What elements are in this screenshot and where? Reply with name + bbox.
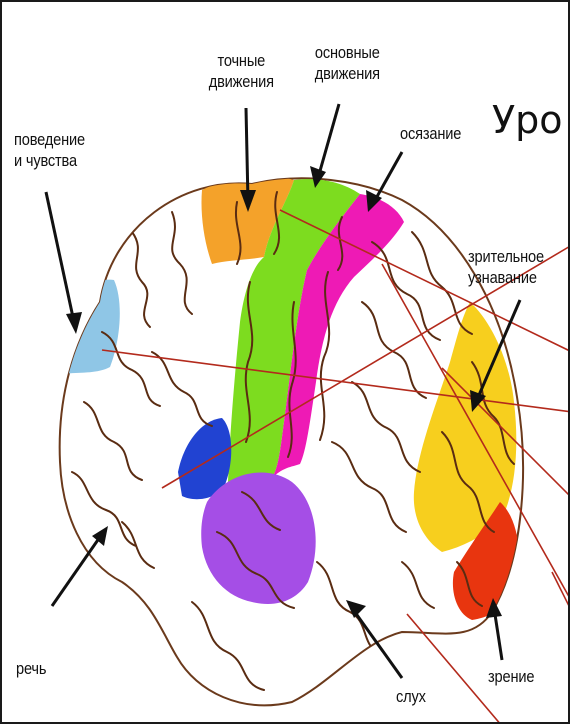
label-precise-movements: точные движения: [194, 50, 289, 92]
label-visual-recognition: зрительное узнавание: [468, 246, 544, 288]
label-basic-movements: основные движения: [300, 42, 395, 84]
label-hearing: слух: [396, 686, 426, 707]
label-touch: осязание: [400, 123, 461, 144]
region-behavior: [62, 280, 120, 374]
label-speech: речь: [16, 658, 46, 679]
slide-title: Уро: [492, 98, 563, 142]
label-behavior-feelings: поведение и чувства: [14, 129, 85, 171]
label-vision: зрение: [488, 666, 534, 687]
